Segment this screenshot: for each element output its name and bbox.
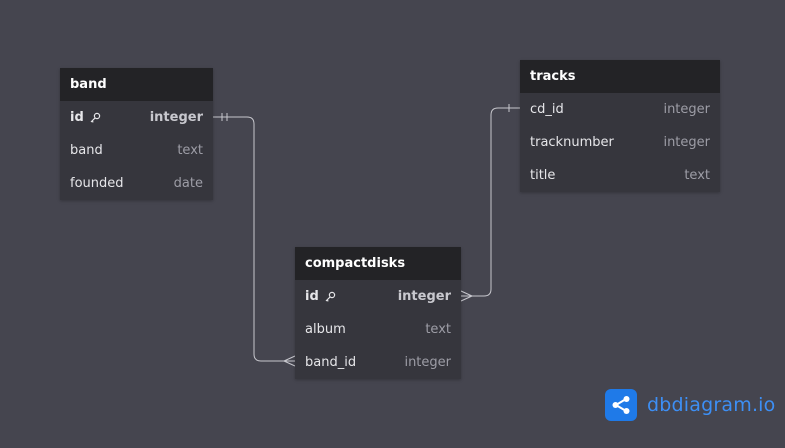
column-row-tracknumber[interactable]: tracknumber integer [520,126,720,159]
column-name: cd_id [530,102,564,117]
column-row-title[interactable]: title text [520,159,720,192]
column-name: id [305,289,336,304]
relationship-band-compactdisks[interactable] [213,113,296,367]
table-header[interactable]: tracks [520,60,720,93]
column-name: founded [70,176,124,191]
brand-name-suffix: .io [751,394,776,416]
key-icon [89,112,101,124]
column-type: integer [397,289,451,304]
column-type: text [425,322,451,337]
table-header[interactable]: compactdisks [295,247,461,280]
brand-watermark[interactable]: dbdiagram.io [605,389,775,421]
column-row-id[interactable]: id integer [295,280,461,313]
brand-name: dbdiagram.io [647,394,775,416]
column-row-cd-id[interactable]: cd_id integer [520,93,720,126]
column-type: integer [149,110,203,125]
relationship-tracks-compactdisks[interactable] [460,104,520,302]
column-name: title [530,168,556,183]
many-marker [460,290,473,302]
column-type: integer [663,102,710,117]
column-type: text [177,143,203,158]
column-name-text: id [70,110,84,125]
many-marker [283,355,296,367]
table-tracks[interactable]: tracks cd_id integer tracknumber integer… [520,60,720,192]
column-row-album[interactable]: album text [295,313,461,346]
column-row-id[interactable]: id integer [60,101,213,134]
column-row-band-id[interactable]: band_id integer [295,346,461,379]
column-name: album [305,322,346,337]
brand-name-main: dbdiagram [647,394,752,416]
share-nodes-icon [605,389,637,421]
column-type: integer [663,135,710,150]
column-name: band_id [305,355,357,370]
table-band[interactable]: band id integer band text founded date [60,68,213,200]
table-header[interactable]: band [60,68,213,101]
column-row-band[interactable]: band text [60,134,213,167]
column-name: band [70,143,103,158]
column-name: id [70,110,101,125]
column-name: tracknumber [530,135,614,150]
column-row-founded[interactable]: founded date [60,167,213,200]
column-type: text [684,168,710,183]
key-icon [324,291,336,303]
column-type: date [173,176,203,191]
column-name-text: id [305,289,319,304]
table-compactdisks[interactable]: compactdisks id integer album text band_… [295,247,461,379]
column-type: integer [404,355,451,370]
